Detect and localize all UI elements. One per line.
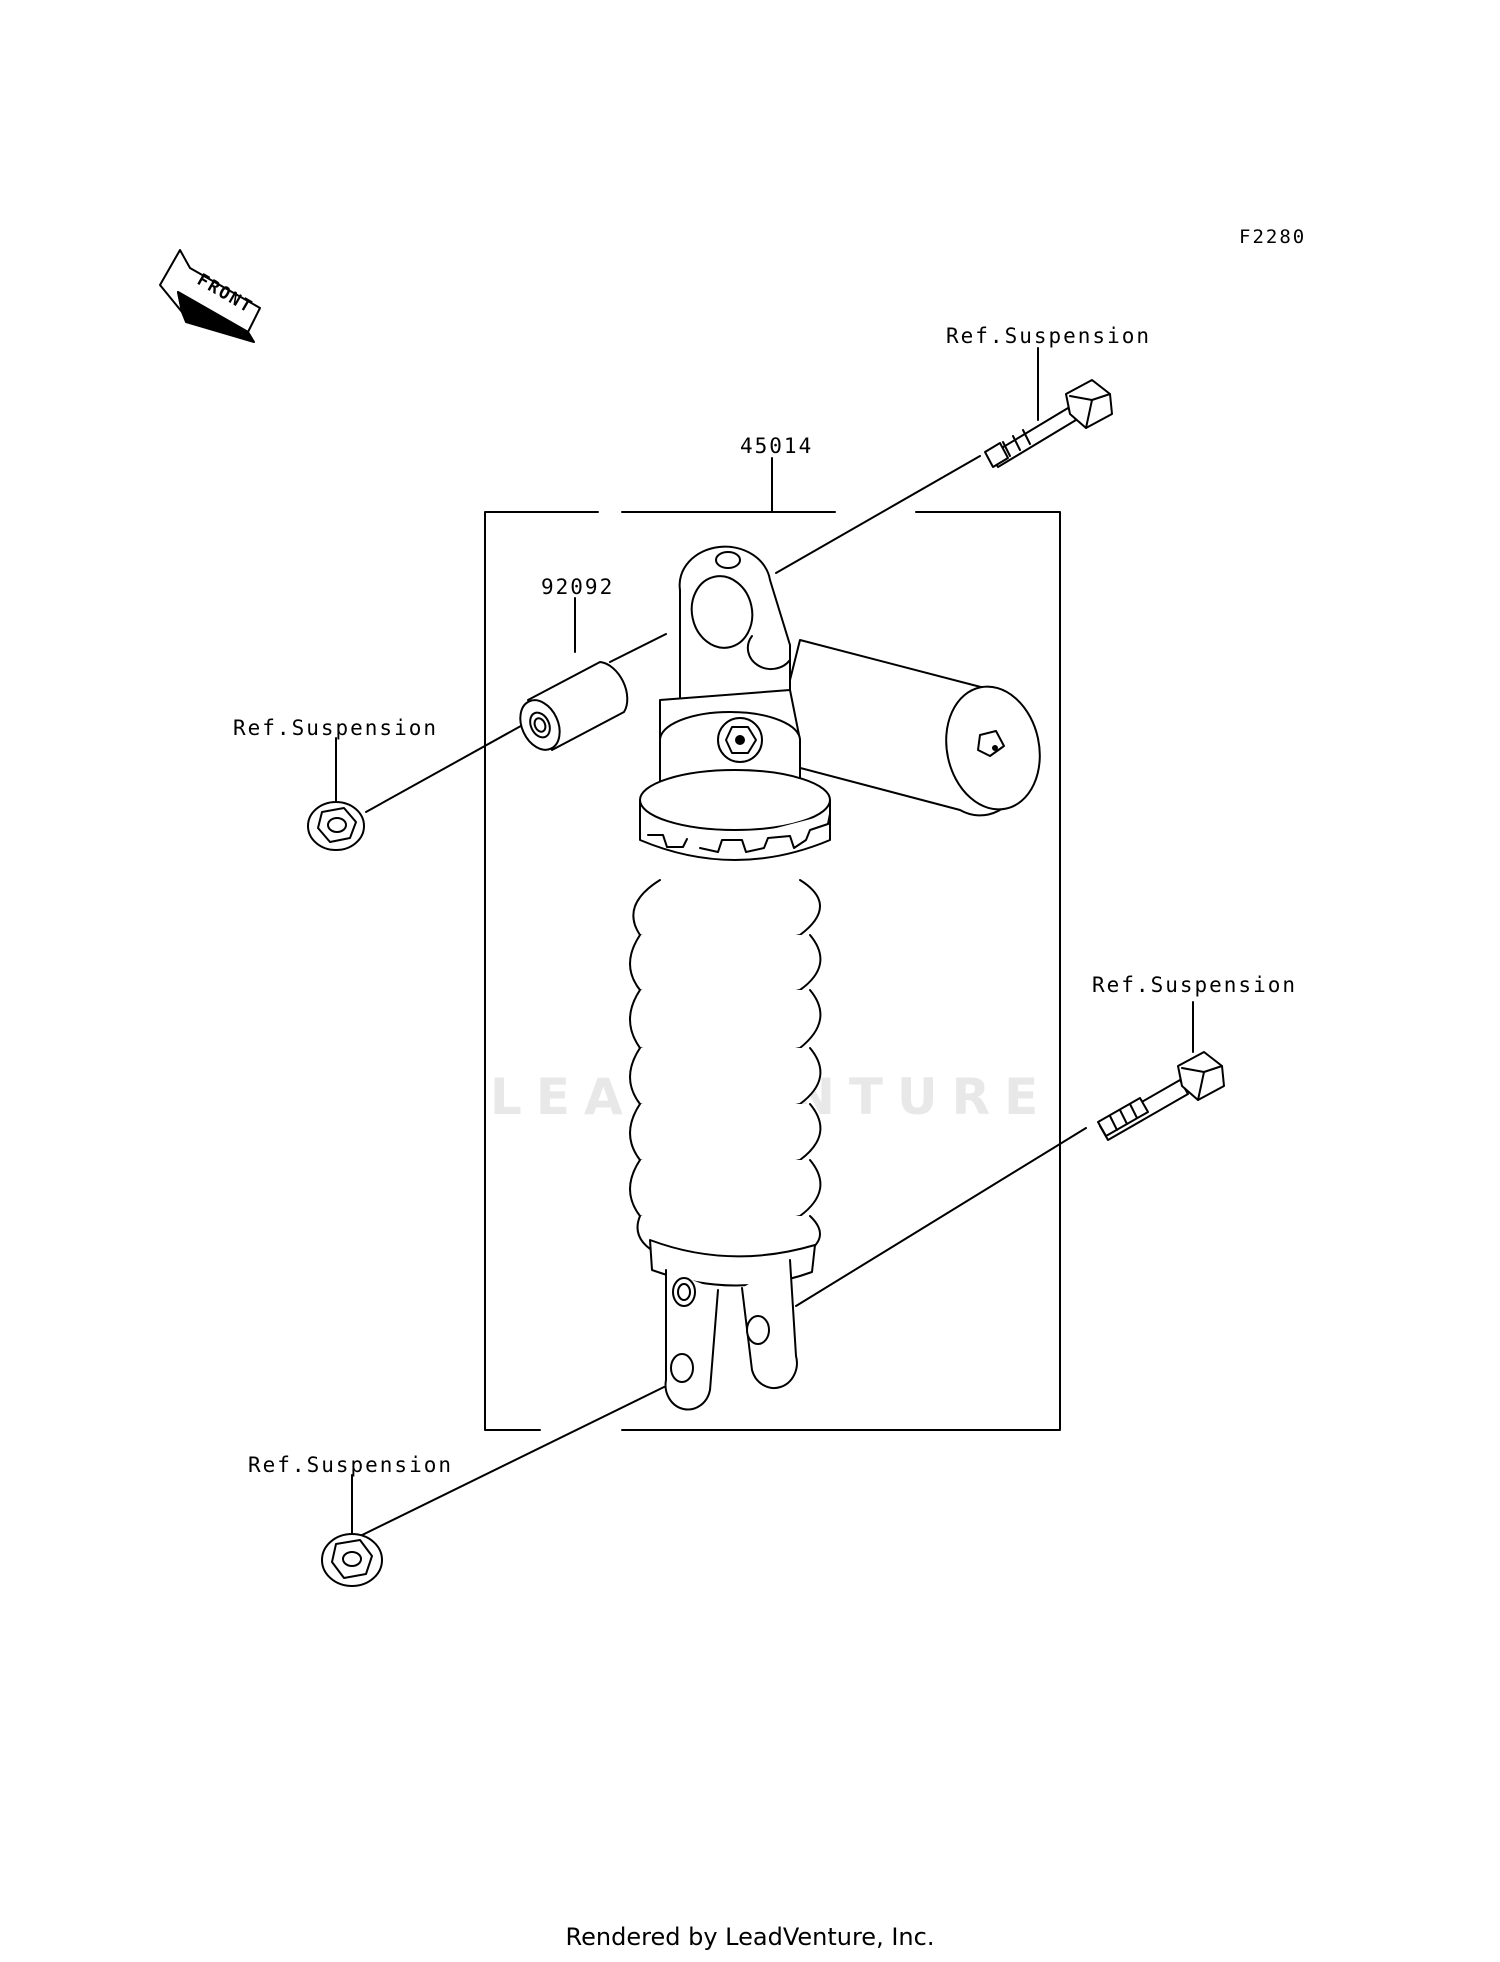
shock-absorber-icon: [629, 545, 1041, 1411]
ref-suspension-upper-nut: Ref.Suspension: [233, 716, 439, 740]
rendered-by-footer: Rendered by LeadVenture, Inc.: [565, 1923, 935, 1951]
front-arrow-icon: FRONT: [159, 249, 261, 343]
lower-bolt-icon: [1097, 1051, 1225, 1141]
leader-lines: [335, 347, 1194, 1541]
ref-suspension-lower-bolt: Ref.Suspension: [1092, 973, 1298, 997]
upper-nut-icon: [307, 801, 365, 851]
top-bolt-icon: [984, 379, 1113, 468]
ref-suspension-lower-nut: Ref.Suspension: [248, 1453, 454, 1477]
assembly-bracket: [484, 457, 1061, 1431]
ref-suspension-top-bolt: Ref.Suspension: [946, 324, 1152, 348]
bushing-icon: [519, 661, 629, 751]
figure-code: F2280: [1239, 226, 1307, 248]
lower-nut-icon: [321, 1533, 383, 1587]
assembly-part-number: 45014: [740, 434, 814, 458]
bushing-part-number: 92092: [541, 575, 615, 599]
